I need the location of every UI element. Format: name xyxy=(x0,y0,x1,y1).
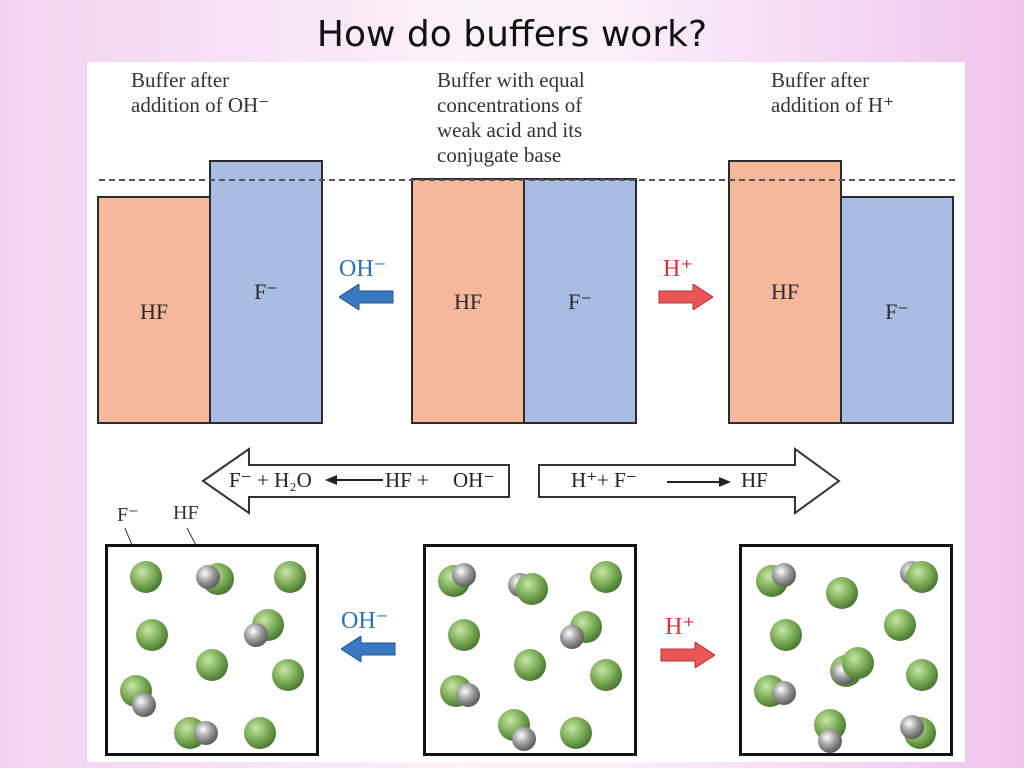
fluoride-ion-sphere xyxy=(906,659,938,691)
hf-hydrogen-sphere xyxy=(772,681,796,705)
bar-right-hf: HF xyxy=(728,160,842,424)
h-ion-label-top: H⁺ xyxy=(663,256,693,282)
caption-left: Buffer after addition of OH⁻ xyxy=(131,68,269,118)
caption-middle: Buffer with equal concentrations of weak… xyxy=(437,68,585,168)
bar-label: F⁻ xyxy=(568,288,592,314)
bar-left-f: F⁻ xyxy=(209,160,323,424)
oh-ion-label-bottom: OH⁻ xyxy=(341,608,389,634)
caption-right: Buffer after addition of H⁺ xyxy=(771,68,894,118)
fluoride-ion-sphere xyxy=(196,649,228,681)
diagram-panel: Buffer after addition of OH⁻ Buffer with… xyxy=(87,62,965,762)
fluoride-ion-sphere xyxy=(590,659,622,691)
equation-left-oh: OH⁻ xyxy=(453,468,495,492)
equation-left-reactant: HF + xyxy=(385,468,429,492)
blue-left-arrow-icon xyxy=(339,284,394,310)
h-ion-label-bottom: H⁺ xyxy=(665,614,695,640)
slide-title: How do buffers work? xyxy=(316,14,708,55)
red-right-arrow-icon xyxy=(658,284,713,310)
fluoride-ion-sphere xyxy=(136,619,168,651)
molecule-box-middle xyxy=(423,544,637,756)
bar-label: HF xyxy=(139,298,169,324)
molecule-box-right xyxy=(739,544,953,756)
bar-left-hf: HF xyxy=(97,196,211,424)
hf-hydrogen-sphere xyxy=(196,565,220,589)
caption-middle-line: Buffer with equal xyxy=(437,68,585,92)
hf-hydrogen-sphere xyxy=(456,683,480,707)
fluoride-ion-sphere xyxy=(826,577,858,609)
oh-ion-label-top: OH⁻ xyxy=(339,256,387,282)
hf-hydrogen-sphere xyxy=(132,693,156,717)
caption-right-line: addition of H⁺ xyxy=(771,93,895,117)
hf-fluorine-sphere xyxy=(842,647,874,679)
hf-hydrogen-sphere xyxy=(900,715,924,739)
molecules-middle xyxy=(438,561,622,751)
hf-hydrogen-sphere xyxy=(560,625,584,649)
bar-label: HF xyxy=(770,279,800,304)
hf-hydrogen-sphere xyxy=(512,727,536,751)
bar-right-f: F⁻ xyxy=(840,196,954,424)
hf-fluorine-sphere xyxy=(906,561,938,593)
fluoride-ion-sphere xyxy=(514,649,546,681)
equation-right-product: HF xyxy=(741,468,768,492)
hf-fluorine-sphere xyxy=(516,573,548,605)
hf-hydrogen-sphere xyxy=(818,729,842,753)
blue-left-arrow-icon xyxy=(341,636,396,662)
hf-hydrogen-sphere xyxy=(452,563,476,587)
caption-middle-line: concentrations of xyxy=(437,93,583,117)
molecule-box-left xyxy=(105,544,319,756)
red-right-arrow-icon xyxy=(660,642,715,668)
fluoride-ion-sphere xyxy=(244,717,276,749)
equal-level-dashed-line xyxy=(99,179,955,181)
fluoride-ion-sphere xyxy=(274,561,306,593)
hf-hydrogen-sphere xyxy=(244,623,268,647)
hf-label: HF xyxy=(173,502,199,524)
fluoride-ion-sphere xyxy=(272,659,304,691)
equation-right-reactant: + F⁻ xyxy=(597,468,637,492)
hf-hydrogen-sphere xyxy=(772,563,796,587)
molecules-right xyxy=(754,561,938,753)
bar-label: F⁻ xyxy=(885,298,909,324)
hf-hydrogen-sphere xyxy=(194,721,218,745)
caption-middle-line: conjugate base xyxy=(437,143,562,167)
reaction-direction-arrow-icon xyxy=(667,477,731,487)
caption-left-line: addition of OH⁻ xyxy=(131,93,270,117)
bar-middle-f: F⁻ xyxy=(523,178,637,424)
fluoride-ion-sphere xyxy=(130,561,162,593)
caption-left-line: Buffer after xyxy=(131,68,230,92)
equation-right-h: H⁺ xyxy=(571,468,598,492)
molecules-left xyxy=(120,561,306,749)
equation-left-product: F⁻ + H₂O xyxy=(229,468,312,492)
reaction-direction-arrow-icon xyxy=(325,475,383,485)
bar-label: HF xyxy=(453,288,483,314)
fluoride-ion-sphere xyxy=(590,561,622,593)
fluoride-ion-sphere xyxy=(560,717,592,749)
fluoride-ion-sphere xyxy=(770,619,802,651)
fluoride-label: F⁻ xyxy=(117,504,139,526)
bar-label: F⁻ xyxy=(254,279,278,304)
fluoride-ion-sphere xyxy=(448,619,480,651)
caption-middle-line: weak acid and its xyxy=(437,118,583,142)
fluoride-ion-sphere xyxy=(884,609,916,641)
caption-right-line: Buffer after xyxy=(771,68,870,92)
